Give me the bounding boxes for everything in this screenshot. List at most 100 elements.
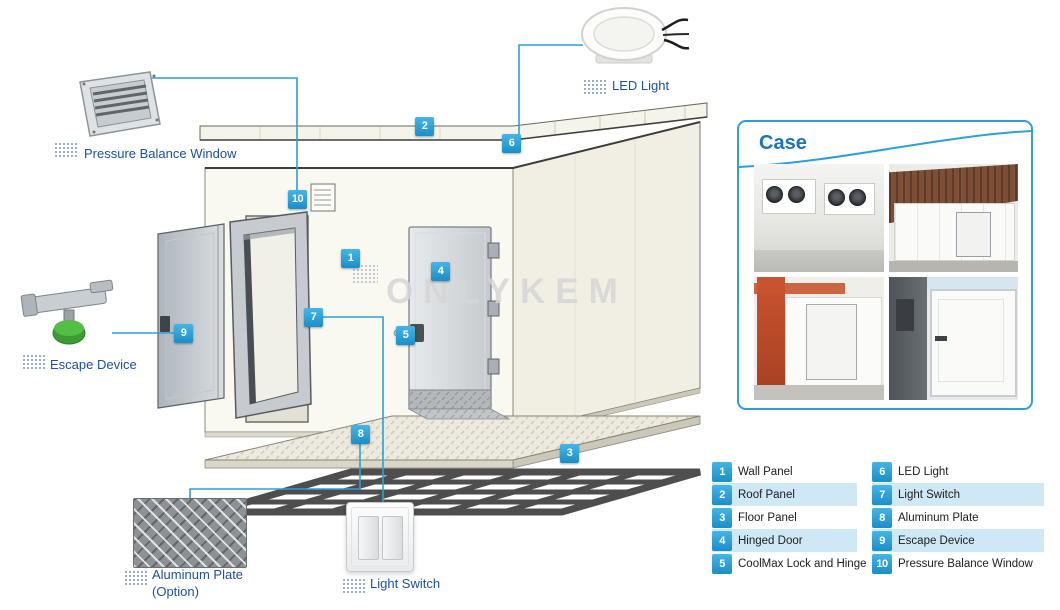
machinery-detail — [896, 299, 915, 332]
case-photo-exterior — [888, 164, 1018, 272]
legend-label: Light Switch — [898, 488, 961, 501]
case-photo-room-orange — [754, 277, 884, 400]
marker-9: 9 — [174, 324, 193, 343]
legend-label: Aluminum Plate — [898, 511, 979, 524]
pressure-balance-window-image — [70, 66, 166, 149]
light-switch-image — [346, 502, 414, 572]
legend-row-roof-panel: 2 Roof Panel — [712, 483, 857, 506]
legend-number-badge: 7 — [872, 484, 892, 505]
legend-row-aluminum-plate: 8 Aluminum Plate — [872, 506, 1044, 529]
legend-table: 1 Wall Panel 2 Roof Panel 3 Floor Panel … — [712, 460, 1044, 575]
legend-number-badge: 3 — [712, 507, 732, 528]
marker-2: 2 — [415, 117, 434, 136]
case-title: Case — [759, 132, 807, 154]
switch-rocker-left — [358, 516, 379, 560]
legend-number-badge: 8 — [872, 507, 892, 528]
base-frame-shape — [212, 468, 701, 516]
switch-plate — [351, 507, 409, 567]
legend-label: Roof Panel — [738, 488, 795, 501]
sky-sliver — [927, 277, 1018, 290]
legend-number-badge: 6 — [872, 461, 892, 482]
watermark: ONLYKEM — [386, 272, 628, 311]
case-photo-interior — [754, 164, 884, 272]
escape-device-label: Escape Device — [50, 357, 137, 372]
legend-row-floor-panel: 3 Floor Panel — [712, 506, 857, 529]
legend-label: LED Light — [898, 465, 949, 478]
led-light-label: LED Light — [612, 78, 670, 93]
photo-door — [805, 304, 857, 380]
hinged-door-shape — [393, 226, 511, 420]
legend-row-escape-device: 9 Escape Device — [872, 529, 1044, 552]
pbw-dots-icon — [54, 142, 78, 158]
escape-device-image — [20, 270, 120, 355]
legend-label: Floor Panel — [738, 511, 797, 524]
marker-6: 6 — [502, 134, 521, 153]
marker-7: 7 — [304, 308, 323, 327]
legend-row-coolmax-lock: 5 CoolMax Lock and Hinge — [712, 552, 867, 575]
case-photo-door-closeup — [888, 277, 1018, 400]
switch-rocker-right — [382, 516, 403, 560]
aluminum-plate-texture — [133, 498, 247, 568]
escape-dots-icon — [22, 354, 46, 370]
legend-column-2: 6 LED Light 7 Light Switch 8 Aluminum Pl… — [872, 460, 1044, 575]
photo-door — [929, 289, 1017, 397]
light-switch-label: Light Switch — [370, 576, 441, 591]
legend-row-wall-panel: 1 Wall Panel — [712, 460, 857, 483]
legend-label: Pressure Balance Window — [898, 557, 1033, 570]
switch-dots-icon — [342, 578, 366, 594]
alum-dots-icon — [124, 570, 148, 586]
led-light-image — [578, 4, 690, 73]
marker-4: 4 — [431, 262, 450, 281]
legend-label: Escape Device — [898, 534, 975, 547]
roof-panel-shape — [199, 102, 708, 141]
legend-row-pressure-balance-window: 10 Pressure Balance Window — [872, 552, 1044, 575]
machinery — [888, 277, 928, 400]
legend-label: Wall Panel — [738, 465, 793, 478]
pressure-balance-window-label: Pressure Balance Window — [84, 146, 237, 161]
marker-5: 5 — [396, 326, 415, 345]
case-panel: Case — [737, 120, 1033, 410]
legend-number-badge: 10 — [872, 553, 892, 574]
aluminum-plate-label-line1: Aluminum Plate — [152, 567, 244, 582]
fan-icon — [787, 185, 805, 203]
legend-number-badge: 5 — [712, 553, 732, 574]
aluminum-plate-label-line2: (Option) — [152, 584, 199, 599]
aluminum-plate-image — [133, 498, 247, 568]
legend-number-badge: 1 — [712, 461, 732, 482]
photo-door — [955, 211, 992, 257]
photo-floor — [754, 250, 884, 272]
fan-icon — [827, 188, 845, 206]
door-leaf-shape — [157, 223, 225, 409]
photo-floor — [754, 385, 884, 400]
legend-label: CoolMax Lock and Hinge — [738, 557, 867, 570]
legend-number-badge: 4 — [712, 530, 732, 551]
legend-column-1: 1 Wall Panel 2 Roof Panel 3 Floor Panel … — [712, 460, 867, 575]
photo-ground — [888, 261, 1018, 272]
floor-panel-shape — [204, 415, 701, 469]
door-inner-line — [937, 299, 1005, 383]
marker-1: 1 — [341, 249, 360, 268]
case-photo-grid — [754, 164, 1018, 400]
watermark-dots-icon — [352, 264, 378, 284]
orange-beam — [754, 283, 845, 295]
legend-number-badge: 9 — [872, 530, 892, 551]
legend-label: Hinged Door — [738, 534, 803, 547]
light-switch-body — [346, 502, 414, 572]
leader-lines — [112, 44, 583, 503]
marker-8: 8 — [351, 425, 370, 444]
led-dots-icon — [583, 79, 607, 95]
marker-3: 3 — [560, 444, 579, 463]
legend-row-light-switch: 7 Light Switch — [872, 483, 1044, 506]
door-handle — [935, 336, 947, 341]
orange-pillar — [756, 277, 786, 400]
fan-icon — [765, 185, 783, 203]
legend-number-badge: 2 — [712, 484, 732, 505]
fan-icon — [848, 188, 866, 206]
cold-room-box — [893, 203, 1015, 262]
marker-10: 10 — [288, 190, 307, 209]
legend-row-hinged-door: 4 Hinged Door — [712, 529, 857, 552]
wall-vent-shape — [310, 183, 336, 212]
aluminum-plate-label: Aluminum Plate (Option) — [152, 566, 243, 600]
